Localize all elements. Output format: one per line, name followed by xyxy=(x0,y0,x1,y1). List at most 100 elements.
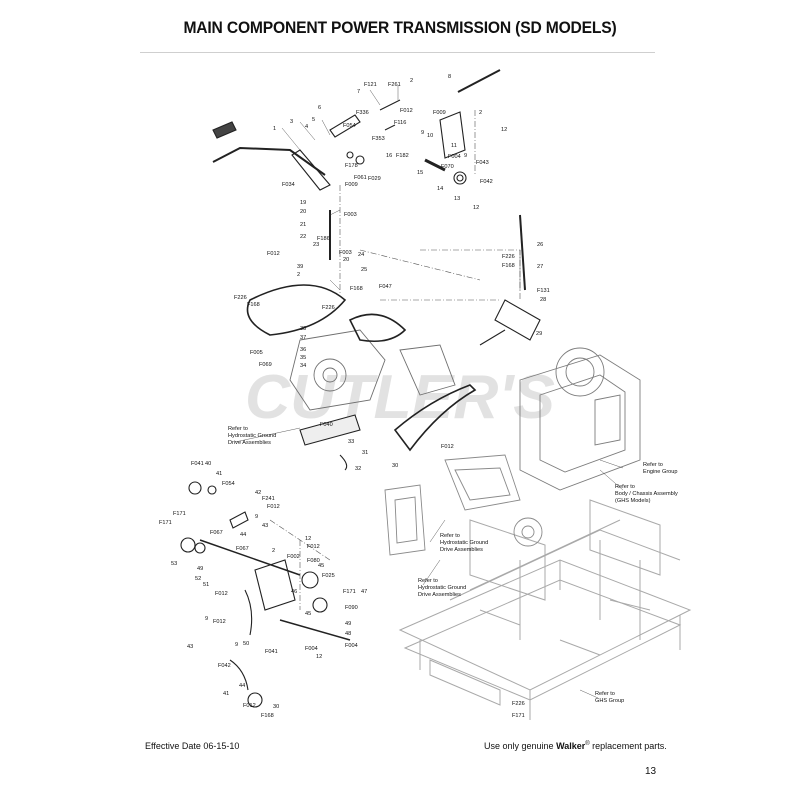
part-label: 47 xyxy=(361,589,367,595)
genuine-parts-notice: Use only genuine Walker® replacement par… xyxy=(484,741,667,751)
part-label: F003 xyxy=(339,250,352,256)
linkage-assembly-drawing xyxy=(424,69,501,185)
part-label: 45 xyxy=(305,611,311,617)
title-divider xyxy=(140,52,655,53)
part-label: F171 xyxy=(173,511,186,517)
part-label: F012 xyxy=(441,444,454,450)
part-label: 26 xyxy=(537,242,543,248)
part-label: F004 xyxy=(305,646,318,652)
part-label: 37 xyxy=(300,335,306,341)
part-label: 28 xyxy=(540,297,546,303)
ref-hydrostatic-lower: Refer to Hydrostatic Ground Drive Assemb… xyxy=(418,578,468,598)
part-label: F054 xyxy=(343,123,356,129)
part-label: F002 xyxy=(287,554,300,560)
part-label: 49 xyxy=(345,621,351,627)
part-label: 13 xyxy=(454,196,460,202)
part-label: 33 xyxy=(348,439,354,445)
chassis-frame-drawing xyxy=(398,499,692,720)
part-label: 30 xyxy=(392,463,398,469)
part-label: 41 xyxy=(223,691,229,697)
part-label: F070 xyxy=(441,164,454,170)
part-label: F067 xyxy=(236,546,249,552)
part-label: 2 xyxy=(272,548,275,554)
part-label: 7 xyxy=(357,89,360,95)
part-label: F041 xyxy=(191,461,204,467)
part-label: 53 xyxy=(171,561,177,567)
part-label: F004 xyxy=(448,154,461,160)
engine-drawing xyxy=(519,347,641,491)
part-label: 9 xyxy=(255,514,258,520)
rod-cylinder-drawing xyxy=(299,210,541,471)
part-label: F054 xyxy=(222,481,235,487)
page-title: MAIN COMPONENT POWER TRANSMISSION (SD MO… xyxy=(183,18,617,37)
part-label: F041 xyxy=(265,649,278,655)
part-label: F336 xyxy=(356,110,369,116)
part-label: 52 xyxy=(195,576,201,582)
part-label: F009 xyxy=(345,182,358,188)
part-label: 11 xyxy=(451,143,457,149)
hydrostatic-drive-drawing xyxy=(384,454,543,556)
part-label: 20 xyxy=(300,209,306,215)
reference-callouts: Refer to Hydrostatic Ground Drive Assemb… xyxy=(228,426,678,704)
part-label: F012 xyxy=(215,591,228,597)
leader-lines xyxy=(234,85,624,699)
part-label: 31 xyxy=(362,450,368,456)
part-label: F171 xyxy=(343,589,356,595)
part-label: 43 xyxy=(262,523,268,529)
part-label: 48 xyxy=(345,631,351,637)
part-label: F241 xyxy=(262,496,275,502)
brake-linkage-drawing xyxy=(180,481,351,708)
part-label: F168 xyxy=(247,302,260,308)
part-label: F029 xyxy=(368,176,381,182)
gearbox-housing-drawing xyxy=(289,329,456,411)
part-label: 10 xyxy=(427,133,433,139)
part-label: 46 xyxy=(291,589,297,595)
part-label: 16 xyxy=(386,153,392,159)
part-label: 32 xyxy=(355,466,361,472)
part-label: F168 xyxy=(502,263,515,269)
part-label: F012 xyxy=(307,544,320,550)
control-lever-drawing xyxy=(212,99,401,191)
page-number: 13 xyxy=(645,766,657,777)
part-label: 36 xyxy=(300,347,306,353)
assembly-centerlines xyxy=(269,110,521,610)
part-label: F042 xyxy=(480,179,493,185)
ref-hydrostatic-left: Refer to Hydrostatic Ground Drive Assemb… xyxy=(228,426,278,446)
part-label: F012 xyxy=(267,251,280,257)
part-label: F012 xyxy=(267,504,280,510)
part-label: 9 xyxy=(421,130,424,136)
part-label: F168 xyxy=(350,286,363,292)
part-label: 43 xyxy=(187,644,193,650)
part-label: F171 xyxy=(512,713,525,719)
part-label: 2 xyxy=(479,110,482,116)
part-label: F178 xyxy=(345,163,358,169)
part-label: F261 xyxy=(388,82,401,88)
part-label: F121 xyxy=(364,82,377,88)
part-label: F012 xyxy=(400,108,413,114)
part-label: F226 xyxy=(512,701,525,707)
part-label: 41 xyxy=(216,471,222,477)
ref-engine-group: Refer to Engine Group xyxy=(643,462,678,475)
part-label: 15 xyxy=(417,170,423,176)
part-label: 44 xyxy=(239,683,245,689)
part-label: F061 xyxy=(354,175,367,181)
ref-ghs-group: Refer to GHS Group xyxy=(595,691,624,704)
part-label: 9 xyxy=(235,642,238,648)
part-label: F003 xyxy=(344,212,357,218)
part-label: F043 xyxy=(476,160,489,166)
part-label: 30 xyxy=(273,704,279,710)
part-label: F067 xyxy=(210,530,223,536)
part-label: 42 xyxy=(255,490,261,496)
part-label: 1 xyxy=(273,126,276,132)
part-label: F186 xyxy=(317,236,330,242)
notice-suffix: replacement parts. xyxy=(589,741,667,751)
part-label: 19 xyxy=(300,200,306,206)
part-label: 40 xyxy=(205,461,211,467)
part-label: 4 xyxy=(305,124,308,130)
part-label: F012 xyxy=(243,703,256,709)
part-label: 22 xyxy=(300,234,306,240)
part-label: 23 xyxy=(313,242,319,248)
part-label: 2 xyxy=(410,78,413,84)
part-label: 6 xyxy=(318,105,321,111)
